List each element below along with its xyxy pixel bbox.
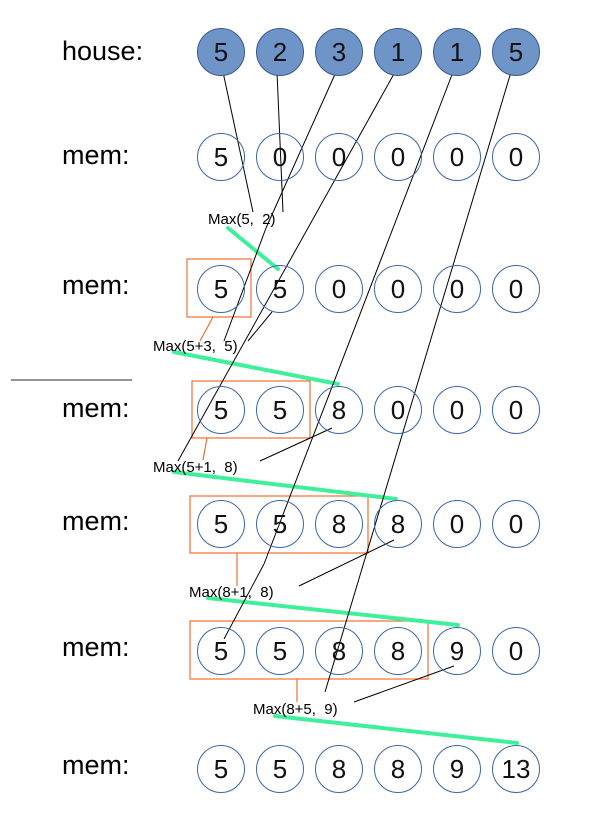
house-value-circle: 1 [433,28,481,76]
box-connector-line [199,316,214,342]
mem-cell-circle: 0 [374,386,422,434]
result-highlight-line [172,350,340,386]
connector-line [353,665,455,703]
mem-cell-circle: 5 [197,500,245,548]
connector-line [259,427,333,462]
house-label: house: [62,36,144,66]
mem-cell-circle: 9 [433,745,481,793]
mem-cell-circle: 13 [492,745,540,793]
mem-cell-circle: 5 [256,265,304,313]
mem-cell-circle: 5 [256,500,304,548]
previous-results-box [189,620,429,680]
mem-cell-circle: 8 [374,500,422,548]
mem-cell-circle: 5 [256,627,304,675]
house-value-circle: 1 [374,28,422,76]
mem-cell-circle: 5 [197,386,245,434]
mem-cell-circle: 9 [433,627,481,675]
result-highlight-line [273,714,519,745]
previous-results-box [186,258,252,318]
mem-cell-circle: 0 [315,265,363,313]
mem-cell-circle: 8 [374,745,422,793]
result-highlight-line [172,470,398,501]
mem-cell-circle: 0 [433,386,481,434]
mem-cell-circle: 0 [492,265,540,313]
house-value-circle: 5 [197,28,245,76]
mem-cell-circle: 8 [374,627,422,675]
mem-cell-circle: 8 [315,745,363,793]
house-value-circle: 5 [492,28,540,76]
connector-line [298,539,395,587]
mem-cell-circle: 5 [197,627,245,675]
mem-cell-circle: 0 [492,386,540,434]
house-value-circle: 2 [256,28,304,76]
mem-label-4: mem: [62,506,130,536]
mem-cell-circle: 0 [433,133,481,181]
mem-cell-circle: 8 [315,500,363,548]
connector-line [223,563,265,640]
mem-cell-circle: 0 [492,627,540,675]
mem-cell-circle: 0 [492,500,540,548]
mem-cell-circle: 0 [374,265,422,313]
mem-cell-circle: 5 [197,265,245,313]
mem-cell-circle: 5 [256,386,304,434]
mem-cell-circle: 0 [256,133,304,181]
max-label-1: Max(5, 2) [208,211,276,228]
result-highlight-line [206,596,460,627]
box-connector-line [202,437,208,461]
max-label-5: Max(8+5, 9) [253,701,338,718]
mem-cell-circle: 8 [315,386,363,434]
mem-cell-circle: 0 [374,133,422,181]
mem-cell-circle: 0 [315,133,363,181]
mem-label-2: mem: [62,270,130,300]
mem-cell-circle: 0 [433,265,481,313]
mem-cell-circle: 8 [315,627,363,675]
mem-cell-circle: 0 [492,133,540,181]
previous-results-box [191,380,311,439]
max-label-3: Max(5+1, 8) [153,459,238,476]
connector-line [247,311,273,342]
house-value-circle: 3 [315,28,363,76]
max-label-4: Max(8+1, 8) [189,584,274,601]
connector-line [223,227,267,342]
result-highlight-line [226,226,280,271]
mem-cell-circle: 5 [256,745,304,793]
previous-results-box [189,495,369,554]
mem-label-6: mem: [62,750,130,780]
mem-label-1: mem: [62,140,130,170]
mem-cell-circle: 0 [433,500,481,548]
connector-line [324,71,512,693]
mem-label-3: mem: [62,393,130,423]
mem-label-5: mem: [62,632,130,662]
mem-cell-circle: 5 [197,133,245,181]
max-label-2: Max(5+3, 5) [153,338,238,355]
mem-cell-circle: 5 [197,745,245,793]
